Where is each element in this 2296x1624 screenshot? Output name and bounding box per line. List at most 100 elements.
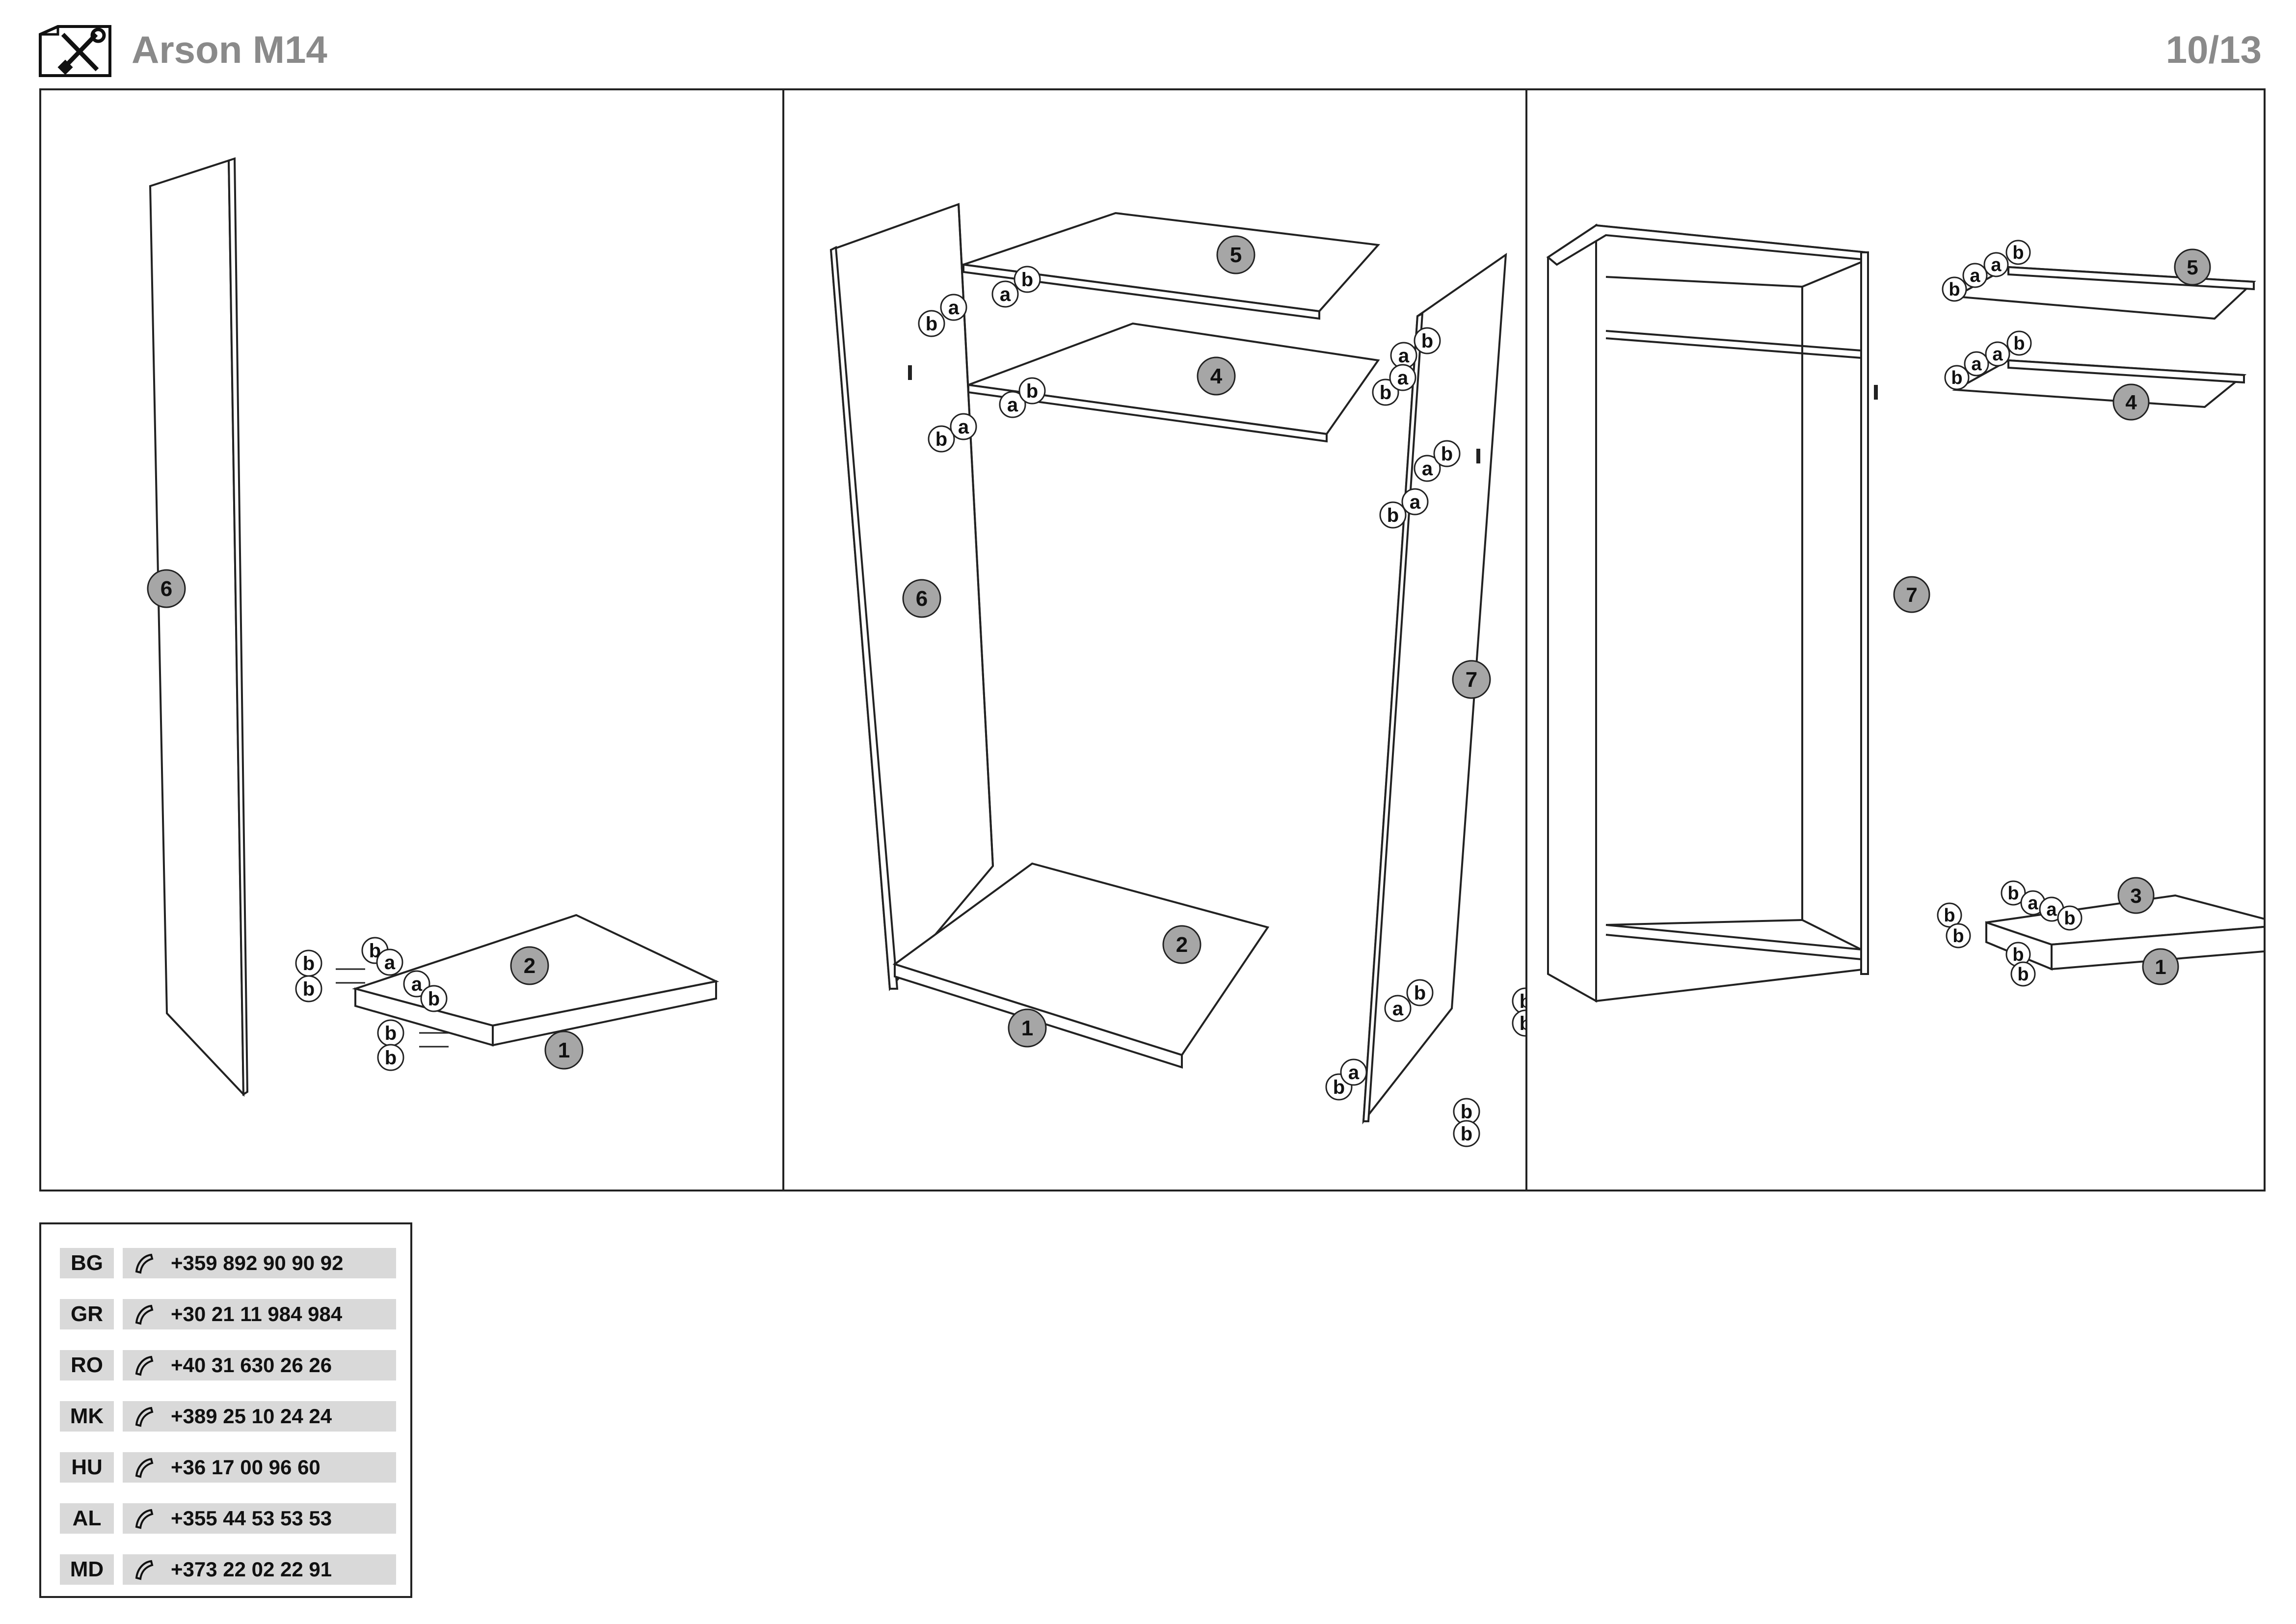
step-2-drawing: b a a b a b b a b a a b a b b a a b b b bbox=[829, 203, 1525, 1147]
connector-b: b bbox=[926, 313, 937, 335]
phone-icon bbox=[135, 1458, 154, 1478]
part-label-4: 4 bbox=[1210, 364, 1223, 388]
step-panel-1: b b b a a b b b 6 2 1 bbox=[41, 90, 782, 1190]
part-label-2: 2 bbox=[1176, 933, 1188, 957]
country-code: HU bbox=[60, 1452, 114, 1483]
phone-cell: +373 22 02 22 91 bbox=[123, 1554, 396, 1585]
contact-row: RO +40 31 630 26 26 bbox=[60, 1350, 396, 1380]
connector-b: b bbox=[1026, 380, 1038, 402]
phone-icon bbox=[135, 1407, 154, 1427]
page-header: Arson M14 10/13 bbox=[38, 24, 2262, 78]
connector-a: a bbox=[1348, 1062, 1360, 1083]
phone-cell: +389 25 10 24 24 bbox=[123, 1401, 396, 1432]
connector-b: b bbox=[1952, 926, 1964, 947]
contact-row: MK +389 25 10 24 24 bbox=[60, 1401, 396, 1432]
part-label-5: 5 bbox=[1230, 243, 1242, 267]
connector-a: a bbox=[1000, 284, 1011, 305]
connector-b: b bbox=[1021, 269, 1033, 291]
phone-cell: +355 44 53 53 53 bbox=[123, 1503, 396, 1534]
step-panel-3: b a a b b a a b b b b a a b b b bbox=[1527, 90, 2264, 1190]
phone-number[interactable]: +36 17 00 96 60 bbox=[171, 1456, 320, 1479]
phone-number[interactable]: +359 892 90 90 92 bbox=[171, 1251, 344, 1274]
phone-icon bbox=[135, 1509, 154, 1529]
contact-row: HU +36 17 00 96 60 bbox=[60, 1452, 396, 1483]
phone-number[interactable]: +30 21 11 984 984 bbox=[171, 1302, 343, 1326]
connector-b: b bbox=[1414, 982, 1426, 1004]
connector-a: a bbox=[1410, 491, 1421, 513]
part-label-6: 6 bbox=[916, 587, 928, 611]
connector-b: b bbox=[1944, 905, 1955, 926]
page-number: 10/13 bbox=[2165, 28, 2262, 71]
connector-a: a bbox=[384, 952, 396, 974]
phone-cell: +36 17 00 96 60 bbox=[123, 1452, 396, 1483]
connector-b: b bbox=[2012, 243, 2024, 263]
connector-a: a bbox=[2028, 893, 2038, 914]
connector-b: b bbox=[1520, 991, 1525, 1012]
connector-b: b bbox=[1421, 330, 1433, 352]
panel-divider bbox=[782, 90, 784, 1190]
part-label-7: 7 bbox=[1906, 583, 1917, 606]
connector-a: a bbox=[2046, 899, 2057, 920]
phone-number[interactable]: +355 44 53 53 53 bbox=[171, 1507, 332, 1530]
panel-divider bbox=[1525, 90, 1527, 1190]
document-title: Arson M14 bbox=[132, 28, 327, 71]
contact-row: BG +359 892 90 90 92 bbox=[60, 1248, 396, 1278]
connector-b: b bbox=[1333, 1077, 1345, 1098]
connector-a: a bbox=[1992, 344, 2003, 365]
connector-a: a bbox=[948, 297, 960, 319]
country-code: RO bbox=[60, 1350, 114, 1380]
connector-b: b bbox=[2064, 908, 2075, 929]
connector-a: a bbox=[1970, 266, 1980, 286]
connector-b: b bbox=[2007, 883, 2019, 904]
connector-b: b bbox=[2017, 964, 2029, 985]
tools-icon bbox=[39, 25, 111, 77]
phone-cell: +30 21 11 984 984 bbox=[123, 1299, 396, 1329]
part-label-4: 4 bbox=[2125, 391, 2137, 414]
connector-a: a bbox=[958, 416, 969, 438]
phone-number[interactable]: +373 22 02 22 91 bbox=[171, 1558, 332, 1581]
connector-b: b bbox=[369, 940, 381, 962]
connector-b: b bbox=[935, 429, 947, 450]
connector-a: a bbox=[1398, 345, 1410, 367]
step-3-drawing: b a a b b a a b b b b a a b b b bbox=[1546, 223, 2264, 1003]
part-label-6: 6 bbox=[160, 577, 172, 601]
part-label-1: 1 bbox=[1021, 1016, 1033, 1040]
connector-a: a bbox=[1991, 255, 2002, 275]
step-panel-2: b a a b a b b a b a a b a b b a a b b b bbox=[784, 90, 1525, 1190]
step-1-drawing: b b b a a b b b 6 2 1 bbox=[147, 157, 720, 1097]
connector-b: b bbox=[428, 988, 440, 1010]
connector-b: b bbox=[1949, 279, 1960, 300]
connector-a: a bbox=[411, 974, 423, 995]
connector-b: b bbox=[303, 953, 315, 974]
contact-row: GR +30 21 11 984 984 bbox=[60, 1299, 396, 1329]
connector-a: a bbox=[1007, 394, 1018, 416]
assembly-steps: b b b a a b b b 6 2 1 bbox=[39, 88, 2266, 1191]
connector-b: b bbox=[385, 1047, 397, 1069]
part-label-1: 1 bbox=[558, 1038, 570, 1062]
support-contacts: BG +359 892 90 90 92 GR +30 21 11 984 98… bbox=[39, 1222, 412, 1598]
connector-b: b bbox=[1380, 382, 1391, 404]
connector-a: a bbox=[1422, 458, 1433, 480]
phone-number[interactable]: +389 25 10 24 24 bbox=[171, 1405, 332, 1428]
connector-b: b bbox=[1441, 443, 1453, 465]
connector-b: b bbox=[1461, 1123, 1472, 1145]
phone-cell: +40 31 630 26 26 bbox=[123, 1350, 396, 1380]
phone-icon bbox=[135, 1355, 154, 1376]
connector-a: a bbox=[1392, 998, 1404, 1020]
part-label-1: 1 bbox=[2155, 955, 2166, 978]
connector-b: b bbox=[1520, 1013, 1525, 1034]
phone-icon bbox=[135, 1304, 154, 1325]
phone-icon bbox=[135, 1253, 154, 1274]
connector-b: b bbox=[385, 1023, 397, 1044]
part-label-7: 7 bbox=[1466, 668, 1477, 692]
contact-row: AL +355 44 53 53 53 bbox=[60, 1503, 396, 1534]
phone-number[interactable]: +40 31 630 26 26 bbox=[171, 1353, 332, 1377]
country-code: MK bbox=[60, 1401, 114, 1432]
connector-b: b bbox=[1461, 1101, 1472, 1123]
country-code: AL bbox=[60, 1503, 114, 1534]
country-code: GR bbox=[60, 1299, 114, 1329]
part-label-5: 5 bbox=[2187, 256, 2198, 279]
country-code: BG bbox=[60, 1248, 114, 1278]
country-code: MD bbox=[60, 1554, 114, 1585]
contact-row: MD +373 22 02 22 91 bbox=[60, 1554, 396, 1585]
